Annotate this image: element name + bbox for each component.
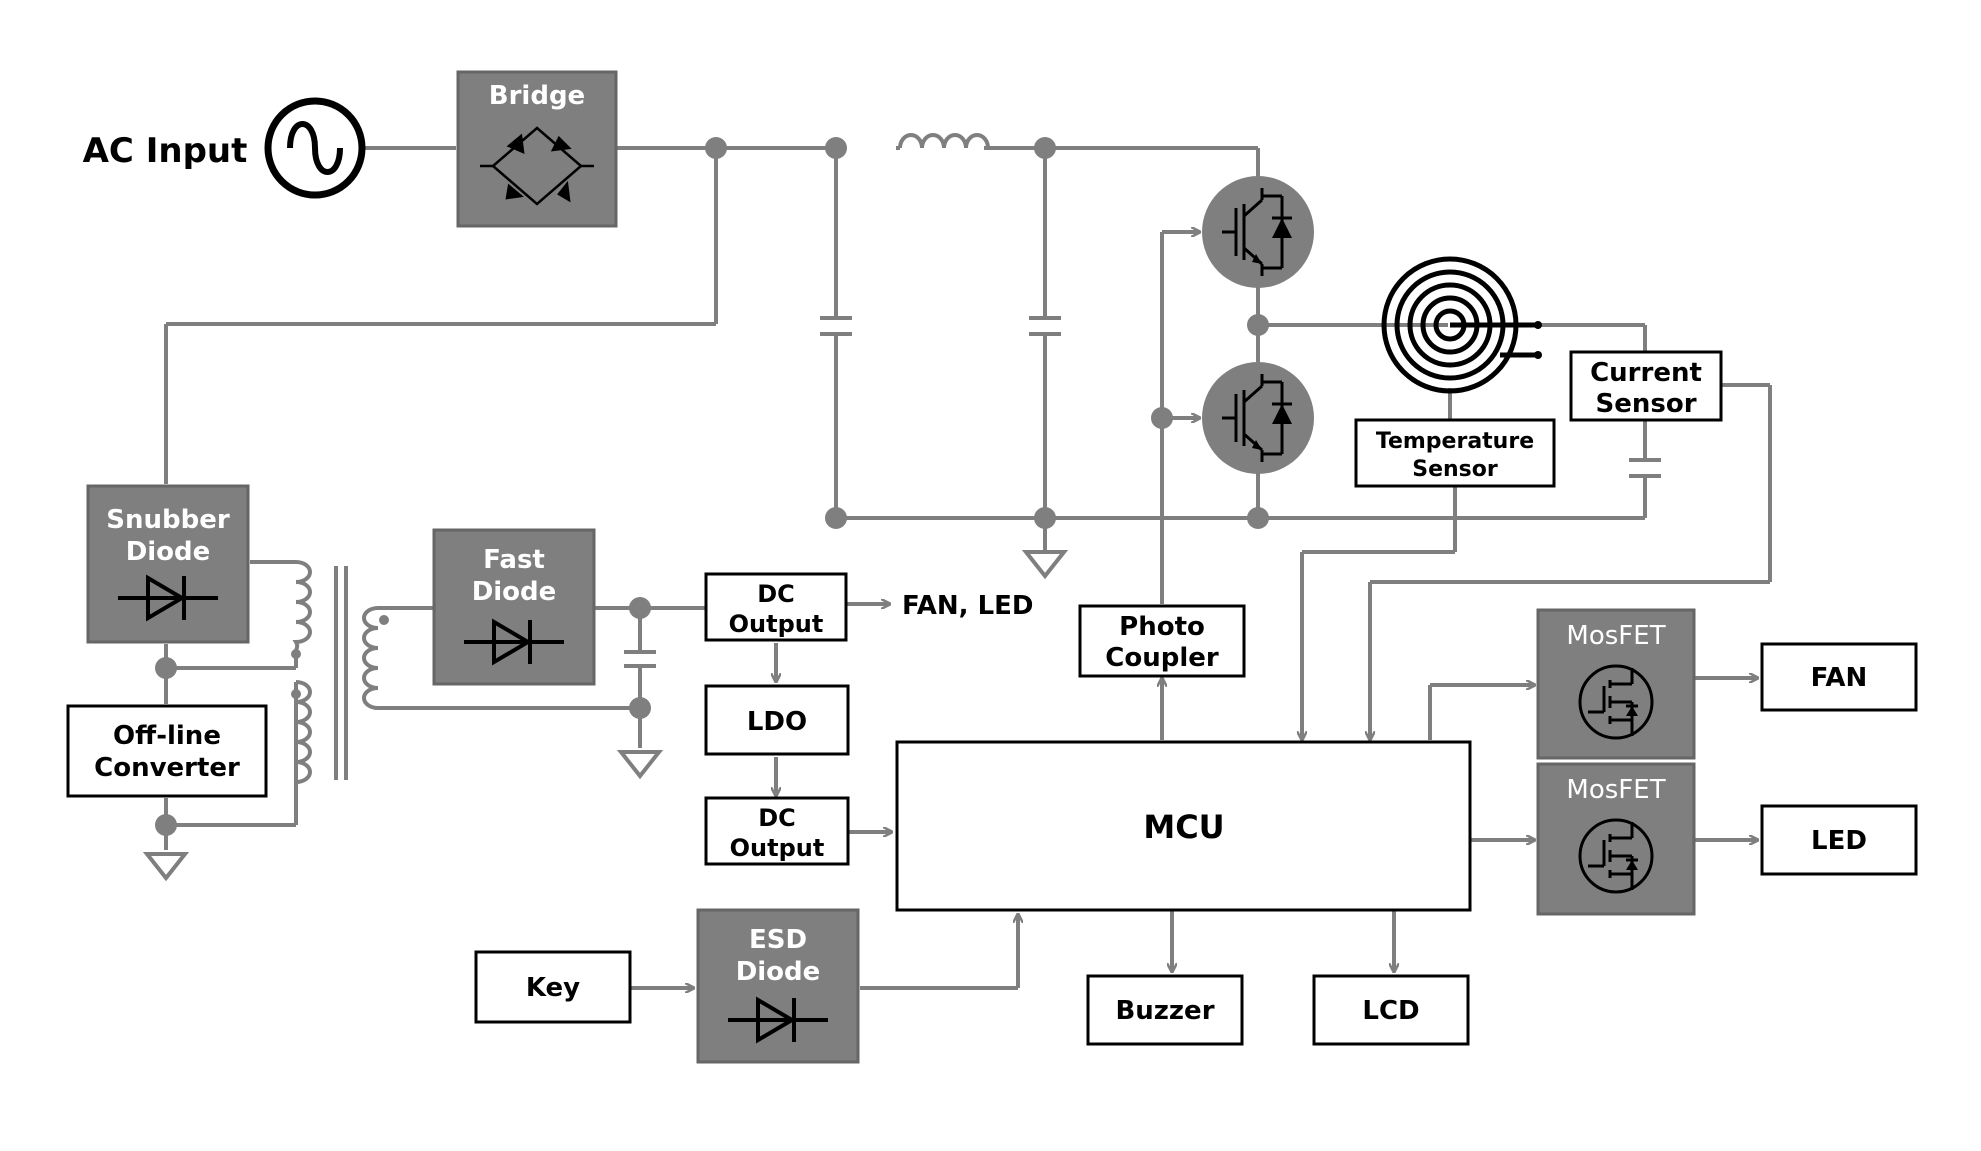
- lcd-label: LCD: [1362, 996, 1419, 1026]
- bridge-label: Bridge: [489, 81, 585, 111]
- esd-diode-block: ESD Diode: [696, 908, 860, 1064]
- junction-dots: [155, 137, 1269, 836]
- led-label: LED: [1811, 826, 1867, 856]
- current-sensor-label-line1: Current: [1590, 358, 1702, 388]
- offline-converter-box: Off-line Converter: [66, 704, 268, 798]
- dc-output-box-1: DC Output: [704, 572, 848, 642]
- snubber-diode-block: Snubber Diode: [86, 484, 250, 644]
- fast-diode-label-line2: Diode: [472, 577, 557, 607]
- igbt-high-icon: [1202, 176, 1314, 288]
- bridge-block: Bridge: [456, 70, 618, 228]
- current-sensor-label-line2: Sensor: [1595, 389, 1696, 419]
- offline-converter-label-line2: Converter: [94, 753, 240, 783]
- mosfet-block-2: MosFET: [1536, 762, 1696, 916]
- mosfet-2-label: MosFET: [1566, 775, 1665, 805]
- ldo-label: LDO: [747, 707, 807, 737]
- photo-coupler-label-line2: Coupler: [1105, 643, 1219, 673]
- current-sensor-box: Current Sensor: [1569, 350, 1723, 422]
- fast-diode-block: Fast Diode: [432, 528, 596, 686]
- ldo-box: LDO: [704, 684, 850, 756]
- ac-source-icon: [264, 97, 366, 199]
- capacitors: [624, 316, 1661, 668]
- dc-output-1-label-line2: Output: [729, 610, 824, 638]
- ground-symbols: [142, 546, 1069, 882]
- fan-label: FAN: [1811, 663, 1868, 693]
- mosfet-arrow-mark: [1626, 860, 1638, 870]
- igbt-low-icon: [1202, 362, 1314, 474]
- photo-coupler-label-line1: Photo: [1119, 612, 1205, 642]
- esd-diode-label-line1: ESD: [749, 925, 807, 955]
- wires: [164, 146, 1772, 990]
- transformer-icon: [286, 560, 379, 784]
- dc-output-2-label-line1: DC: [758, 804, 796, 832]
- lcd-box: LCD: [1312, 974, 1470, 1046]
- mosfet-icon: [1578, 664, 1654, 740]
- diode-icon: [728, 996, 828, 1044]
- dc-output-1-label-line1: DC: [757, 580, 795, 608]
- ac-input-label: AC Input: [83, 131, 248, 171]
- diode-icon: [118, 574, 218, 622]
- fast-diode-label-line1: Fast: [483, 545, 545, 575]
- mosfet-arrow-mark: [1626, 706, 1638, 716]
- induction-coil-icon: [1381, 256, 1540, 394]
- mcu-label: MCU: [1143, 808, 1224, 846]
- snubber-diode-label-line1: Snubber: [106, 505, 230, 535]
- fan-box: FAN: [1760, 642, 1918, 712]
- diode-icon: [464, 618, 564, 666]
- temperature-sensor-box: Temperature Sensor: [1354, 418, 1556, 488]
- offline-converter-label-line1: Off-line: [113, 721, 221, 751]
- temperature-sensor-label-line1: Temperature: [1376, 429, 1534, 454]
- inductor: [896, 133, 994, 150]
- snubber-diode-label-line2: Diode: [126, 537, 211, 567]
- mosfet-1-label: MosFET: [1566, 621, 1665, 651]
- dc-output-2-label-line2: Output: [730, 834, 825, 862]
- bridge-rectifier-icon: [480, 126, 594, 206]
- dc-output-box-2: DC Output: [704, 796, 850, 866]
- mosfet-block-1: MosFET: [1536, 608, 1696, 760]
- fan-led-label: FAN, LED: [902, 591, 1034, 621]
- temperature-sensor-label-line2: Sensor: [1412, 457, 1498, 482]
- arrows: [630, 232, 1758, 988]
- buzzer-box: Buzzer: [1086, 974, 1244, 1046]
- key-label: Key: [526, 973, 580, 1003]
- buzzer-label: Buzzer: [1115, 996, 1214, 1026]
- mcu-box: MCU: [895, 740, 1472, 912]
- esd-diode-label-line2: Diode: [736, 957, 821, 987]
- key-box: Key: [474, 950, 632, 1024]
- photo-coupler-box: Photo Coupler: [1078, 604, 1246, 678]
- led-box: LED: [1760, 804, 1918, 876]
